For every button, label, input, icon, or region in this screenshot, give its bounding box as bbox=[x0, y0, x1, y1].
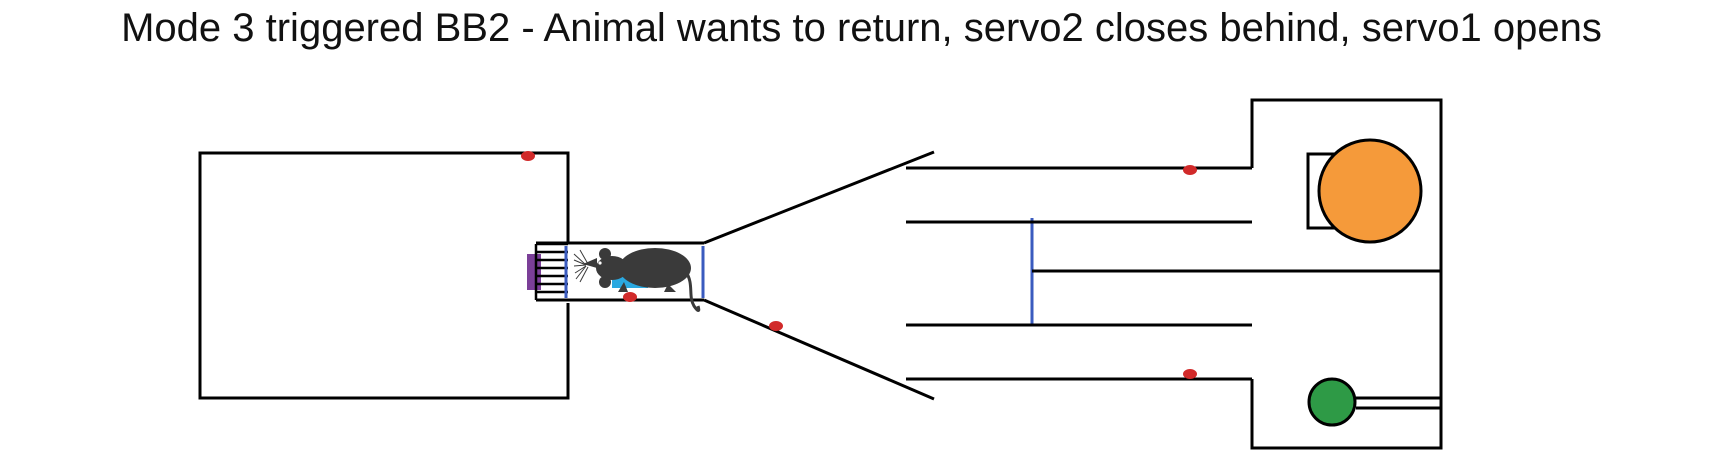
door-panel bbox=[527, 254, 541, 290]
beam-break-sensors bbox=[521, 151, 1197, 379]
beam-break-lower-lane bbox=[1183, 369, 1197, 379]
beam-break-funnel bbox=[769, 321, 783, 331]
beam-break-bb2 bbox=[623, 292, 637, 302]
reward-chamber bbox=[1250, 98, 1443, 450]
mouse-icon bbox=[573, 248, 701, 312]
beam-break-cage bbox=[521, 151, 535, 161]
small-reward-port bbox=[1307, 377, 1441, 427]
tunnel bbox=[536, 241, 704, 302]
diagram-title: Mode 3 triggered BB2 - Animal wants to r… bbox=[121, 6, 1602, 50]
funnel bbox=[703, 150, 935, 401]
entrance-door bbox=[527, 242, 568, 300]
home-cage bbox=[198, 151, 570, 400]
large-reward-port bbox=[1306, 138, 1423, 244]
beam-break-upper-lane bbox=[1183, 165, 1197, 175]
arena-lanes bbox=[906, 166, 1441, 381]
